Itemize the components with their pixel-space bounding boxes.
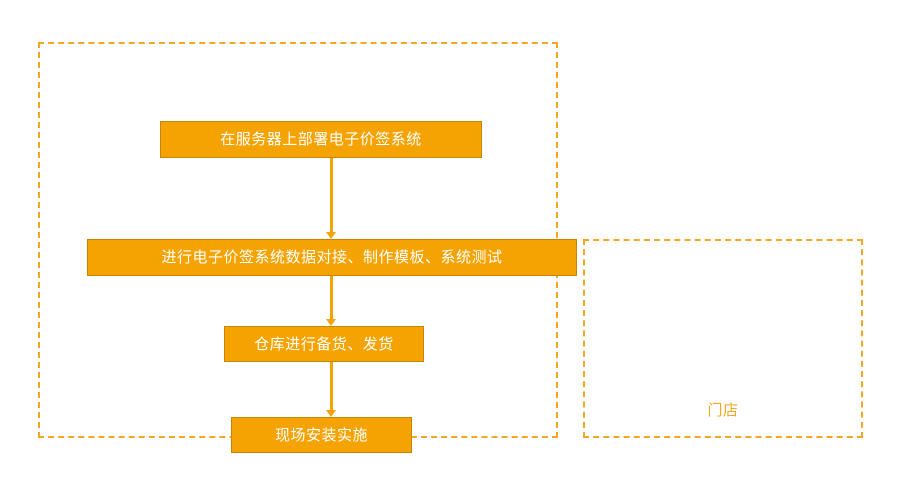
- swimlane-deployment: 在服务器上部署电子价签系统 进行电子价签系统数据对接、制作模板、系统测试 仓库进…: [38, 42, 577, 453]
- process-node-warehouse-shipping[interactable]: 仓库进行备货、发货: [224, 326, 424, 362]
- connector-data-to-warehouse: [330, 276, 333, 319]
- arrowhead-down-icon: [326, 319, 336, 326]
- connector-warehouse-to-install: [330, 362, 333, 410]
- arrowhead-down-icon: [326, 232, 336, 239]
- swimlane-store-caption: 门店: [707, 401, 739, 419]
- connector-deploy-to-data: [330, 158, 333, 232]
- process-node-data-template-test[interactable]: 进行电子价签系统数据对接、制作模板、系统测试: [87, 239, 577, 276]
- swimlane-store: 门店预留网线及电源 门店: [583, 239, 863, 438]
- arrowhead-down-icon: [326, 410, 336, 417]
- process-node-onsite-installation[interactable]: 现场安装实施: [231, 417, 412, 453]
- process-node-deploy-server[interactable]: 在服务器上部署电子价签系统: [160, 121, 482, 158]
